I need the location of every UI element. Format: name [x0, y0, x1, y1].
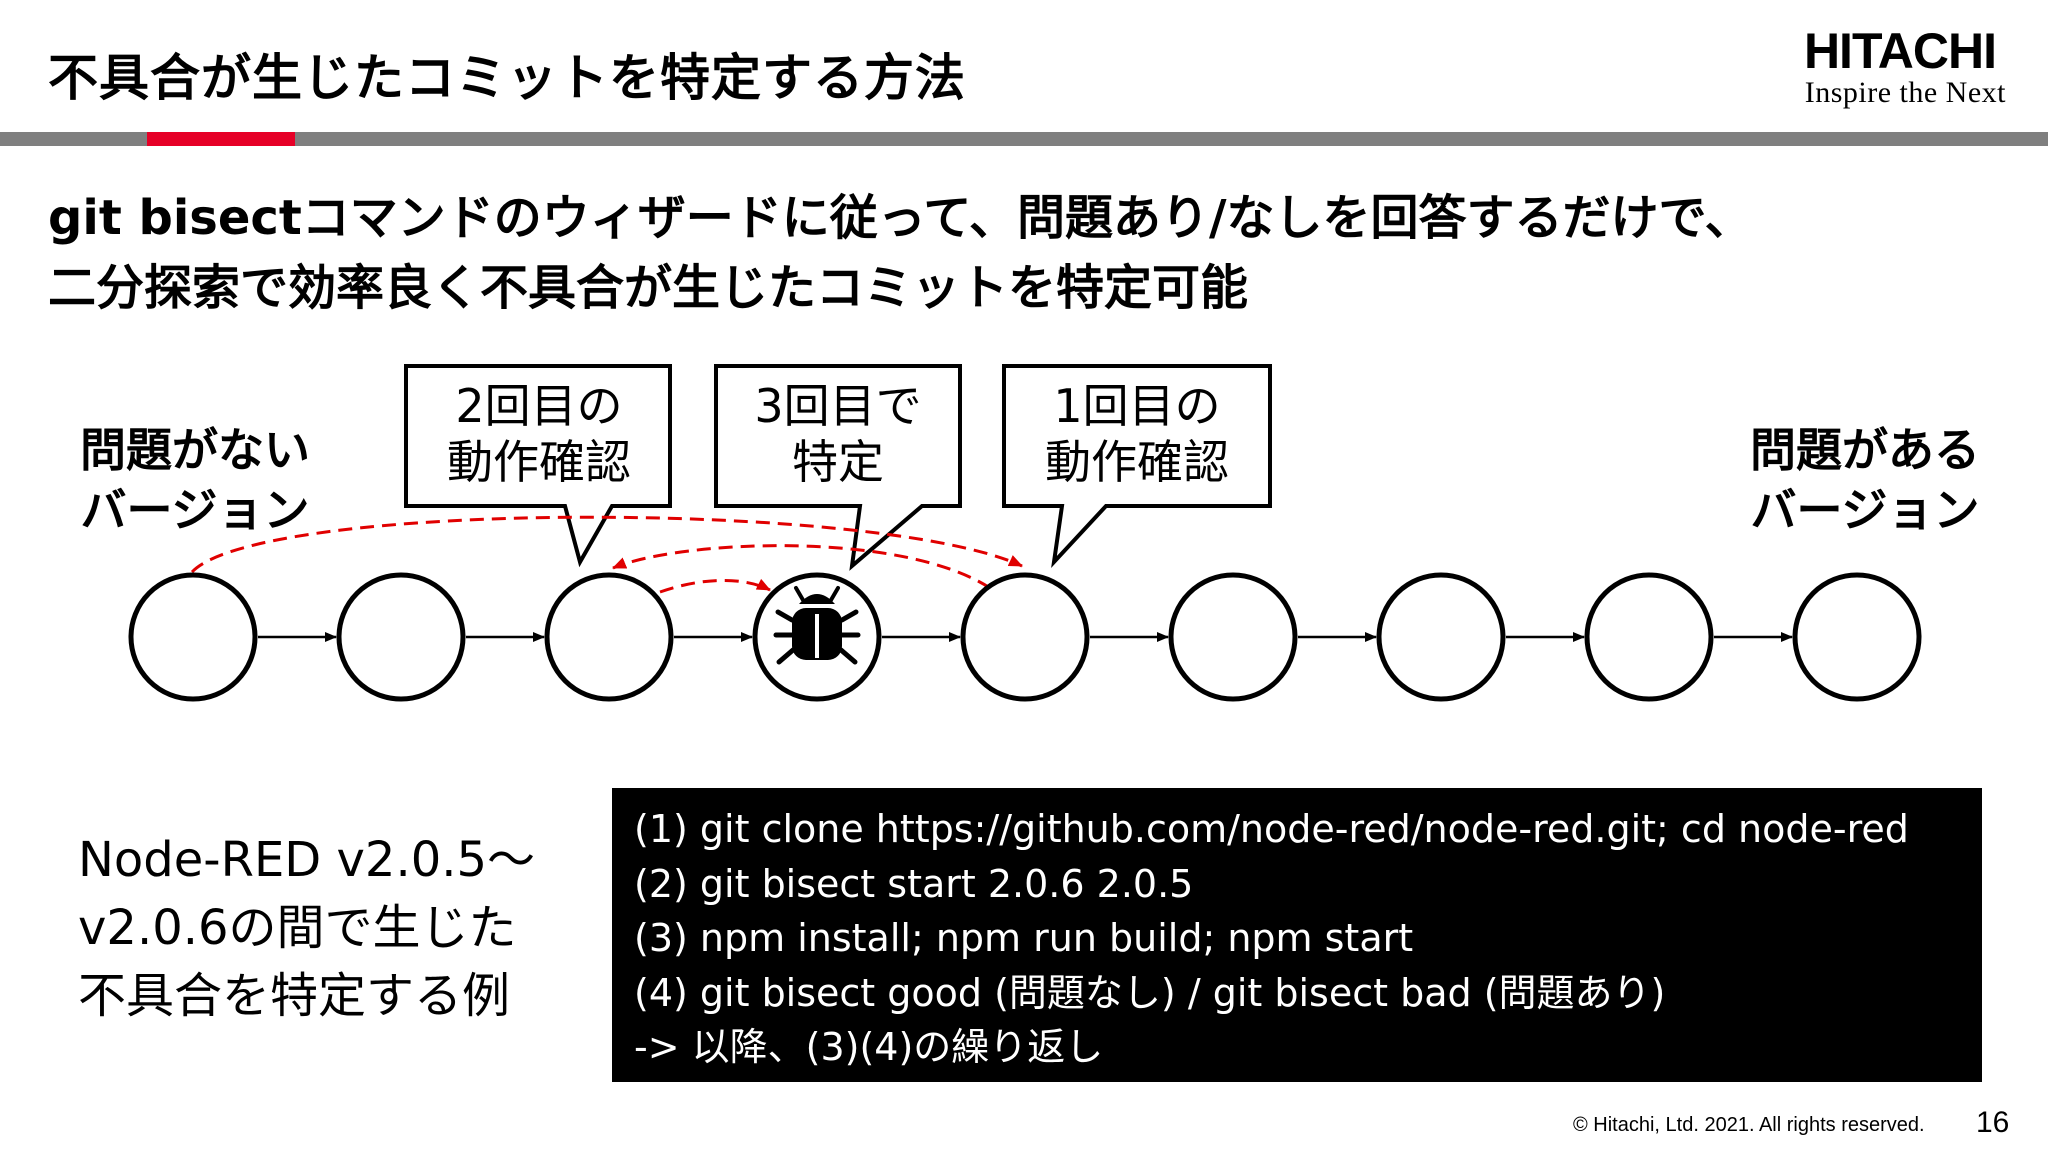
slide-title: 不具合が生じたコミットを特定する方法: [48, 49, 966, 107]
search-arrow-2: [612, 544, 991, 590]
bubble-line: 3回目で: [754, 379, 922, 433]
bug-icon: [773, 586, 861, 665]
label-bad-line-2: バージョン: [1750, 483, 1980, 537]
hitachi-logo: HITACHI: [1803, 23, 1997, 79]
commit-node: [1376, 572, 1506, 702]
commit-node: [1792, 572, 1922, 702]
command-line-5: -> 以降、(3)(4)の繰り返し: [634, 1025, 1104, 1069]
command-line-3: (3) npm install; npm run build; npm star…: [634, 916, 1414, 960]
bubble-2nd-check-text: 2回目の 動作確認: [408, 378, 670, 490]
command-line-4: (4) git bisect good (問題なし) / git bisect …: [634, 970, 1666, 1015]
bubble-line: 1回目の: [1053, 379, 1221, 433]
command-line-1: (1) git clone https://github.com/node-re…: [634, 807, 1909, 851]
bubble-line: 特定: [792, 435, 884, 489]
label-bad-line-1: 問題がある: [1750, 423, 1980, 477]
commit-node: [1168, 572, 1298, 702]
label-good-version: 問題がない バージョン: [60, 420, 330, 540]
commit-node: [960, 572, 1090, 702]
label-good-line-2: バージョン: [80, 483, 310, 537]
speech-bubble-3rd: [714, 364, 962, 571]
example-line: Node-RED v2.0.5～: [78, 832, 536, 888]
commit-node: [1584, 572, 1714, 702]
bubble-line: 動作確認: [447, 435, 631, 489]
copyright: © Hitachi, Ltd. 2021. All rights reserve…: [1573, 1114, 1925, 1136]
example-line: v2.0.6の間で生じた: [78, 900, 517, 956]
speech-bubble-1st: [1002, 364, 1272, 569]
bubble-line: 2回目の: [455, 379, 623, 433]
bubble-line: 動作確認: [1045, 435, 1229, 489]
example-line: 不具合を特定する例: [78, 968, 511, 1024]
summary-line-2: 二分探索で効率良く不具合が生じたコミットを特定可能: [48, 260, 1249, 316]
header-rule: [0, 132, 2048, 146]
example-description: Node-RED v2.0.5～ v2.0.6の間で生じた 不具合を特定する例: [78, 826, 535, 1030]
speech-bubble-2nd: [404, 364, 672, 568]
search-arrow-1: [190, 515, 1023, 574]
header-rule-accent: [147, 132, 295, 146]
commit-node: [544, 572, 674, 702]
label-good-line-1: 問題がない: [80, 423, 310, 477]
page-number: 16: [1976, 1106, 2010, 1139]
bubble-3rd-found-text: 3回目で 特定: [718, 378, 958, 490]
logo-tagline: Inspire the Next: [1804, 76, 2006, 109]
command-block: (1) git clone https://github.com/node-re…: [612, 788, 1982, 1082]
bubble-1st-check-text: 1回目の 動作確認: [1006, 378, 1268, 490]
commit-node: [128, 572, 258, 702]
summary-line-1: git bisectコマンドのウィザードに従って、問題あり/なしを回答するだけで…: [48, 190, 1753, 246]
label-bad-version: 問題がある バージョン: [1730, 420, 2000, 540]
command-line-2: (2) git bisect start 2.0.6 2.0.5: [634, 861, 1194, 906]
commit-node: [336, 572, 466, 702]
search-arrow-3: [659, 578, 771, 594]
